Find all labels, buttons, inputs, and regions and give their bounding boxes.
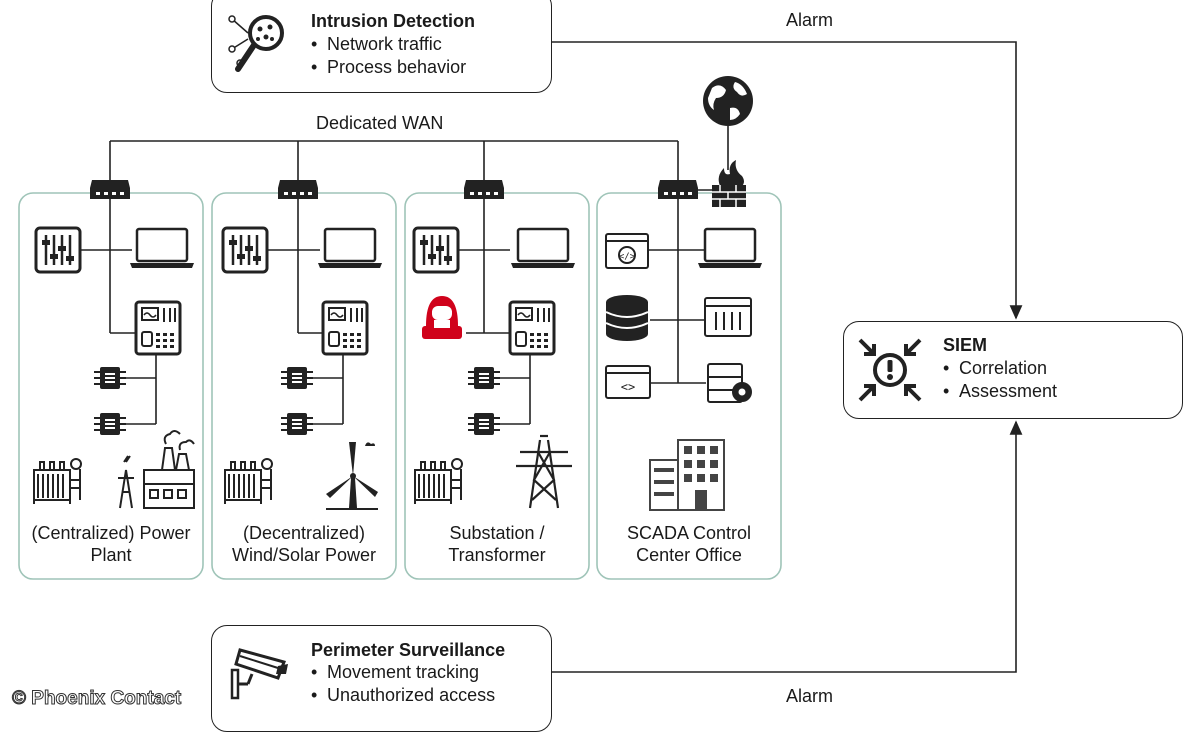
control-panel-icon — [34, 226, 82, 274]
switch-icon — [278, 180, 318, 199]
chip-icon — [467, 412, 501, 436]
hacker-icon — [422, 296, 462, 339]
switch-icon — [658, 180, 698, 199]
copyright: © Phoenix Contact — [11, 688, 182, 710]
siem-list: Correlation Assessment — [943, 357, 1057, 403]
code-window-icon: </> — [605, 233, 649, 269]
zone-label-line: (Centralized) Power — [31, 523, 191, 543]
wind-turbine-icon — [326, 442, 378, 510]
intrusion-detection-box: Intrusion Detection Network traffic Proc… — [211, 0, 552, 93]
transformer-icon — [224, 458, 273, 505]
chip-icon — [467, 366, 501, 390]
switch-icon — [90, 180, 130, 199]
perimeter-item: Movement tracking — [311, 661, 495, 684]
siem-item: Assessment — [943, 380, 1057, 403]
chip-icon — [93, 412, 127, 436]
laptop-icon — [316, 227, 384, 270]
zone-label-line: Substation / — [449, 523, 545, 543]
control-panel-icon — [412, 226, 460, 274]
zone-label: Substation / Transformer — [405, 522, 589, 566]
plc-controller-icon — [321, 300, 369, 356]
zone-label-line: (Decentralized) — [242, 523, 366, 543]
zone-label-line: Wind/Solar Power — [231, 545, 377, 565]
perimeter-title: Perimeter Surveillance — [311, 640, 506, 660]
intrusion-list: Network traffic Process behavior — [311, 33, 466, 79]
perimeter-item: Unauthorized access — [311, 684, 495, 707]
alert-converge-icon — [858, 338, 922, 402]
switch-icon — [464, 180, 504, 199]
power-plant-icon — [118, 430, 195, 509]
zone-label-line: Plant — [90, 545, 132, 565]
zone-label-line: Transformer — [448, 545, 546, 565]
control-panel-icon — [221, 226, 269, 274]
database-icon — [605, 295, 649, 341]
zone-label-line: Center Office — [636, 545, 742, 565]
chip-icon — [93, 366, 127, 390]
office-building-icon — [649, 439, 725, 511]
plc-controller-icon — [508, 300, 556, 356]
globe-icon — [703, 76, 753, 126]
perimeter-surveillance-box: Perimeter Surveillance Movement tracking… — [211, 625, 552, 732]
intrusion-item: Process behavior — [311, 56, 466, 79]
svg-text:<>: <> — [621, 380, 635, 394]
siem-item: Correlation — [943, 357, 1057, 380]
laptop-icon — [509, 227, 577, 270]
network-magnifier-icon — [228, 15, 284, 72]
zone-label-line: SCADA Control — [626, 523, 752, 543]
laptop-icon — [696, 227, 764, 270]
firewall-icon — [712, 160, 746, 207]
chip-icon — [280, 366, 314, 390]
pylon-icon — [516, 434, 572, 509]
alarm-label-top: Alarm — [786, 10, 834, 30]
transformer-icon — [414, 458, 463, 505]
plc-controller-icon — [134, 300, 182, 356]
intrusion-item: Network traffic — [311, 33, 466, 56]
server-gear-icon — [707, 363, 752, 403]
settings-window-icon — [704, 297, 752, 337]
intrusion-title: Intrusion Detection — [311, 11, 476, 31]
transformer-icon — [33, 458, 82, 505]
laptop-icon — [128, 227, 196, 270]
wan-label: Dedicated WAN — [316, 113, 444, 133]
alarm-label-bottom: Alarm — [786, 686, 834, 706]
zone-label: (Decentralized) Wind/Solar Power — [212, 522, 396, 566]
zone-label: SCADA Control Center Office — [597, 522, 781, 566]
wan-lines — [109, 126, 729, 191]
security-camera-icon — [230, 648, 288, 700]
chip-icon — [280, 412, 314, 436]
siem-title: SIEM — [943, 335, 988, 355]
alarm-arrows — [552, 41, 1023, 673]
zone-label: (Centralized) Power Plant — [19, 522, 203, 566]
code-editor-icon: <> — [605, 365, 651, 399]
svg-text:</>: </> — [619, 252, 636, 262]
siem-box: SIEM Correlation Assessment — [843, 321, 1183, 419]
perimeter-list: Movement tracking Unauthorized access — [311, 661, 495, 707]
